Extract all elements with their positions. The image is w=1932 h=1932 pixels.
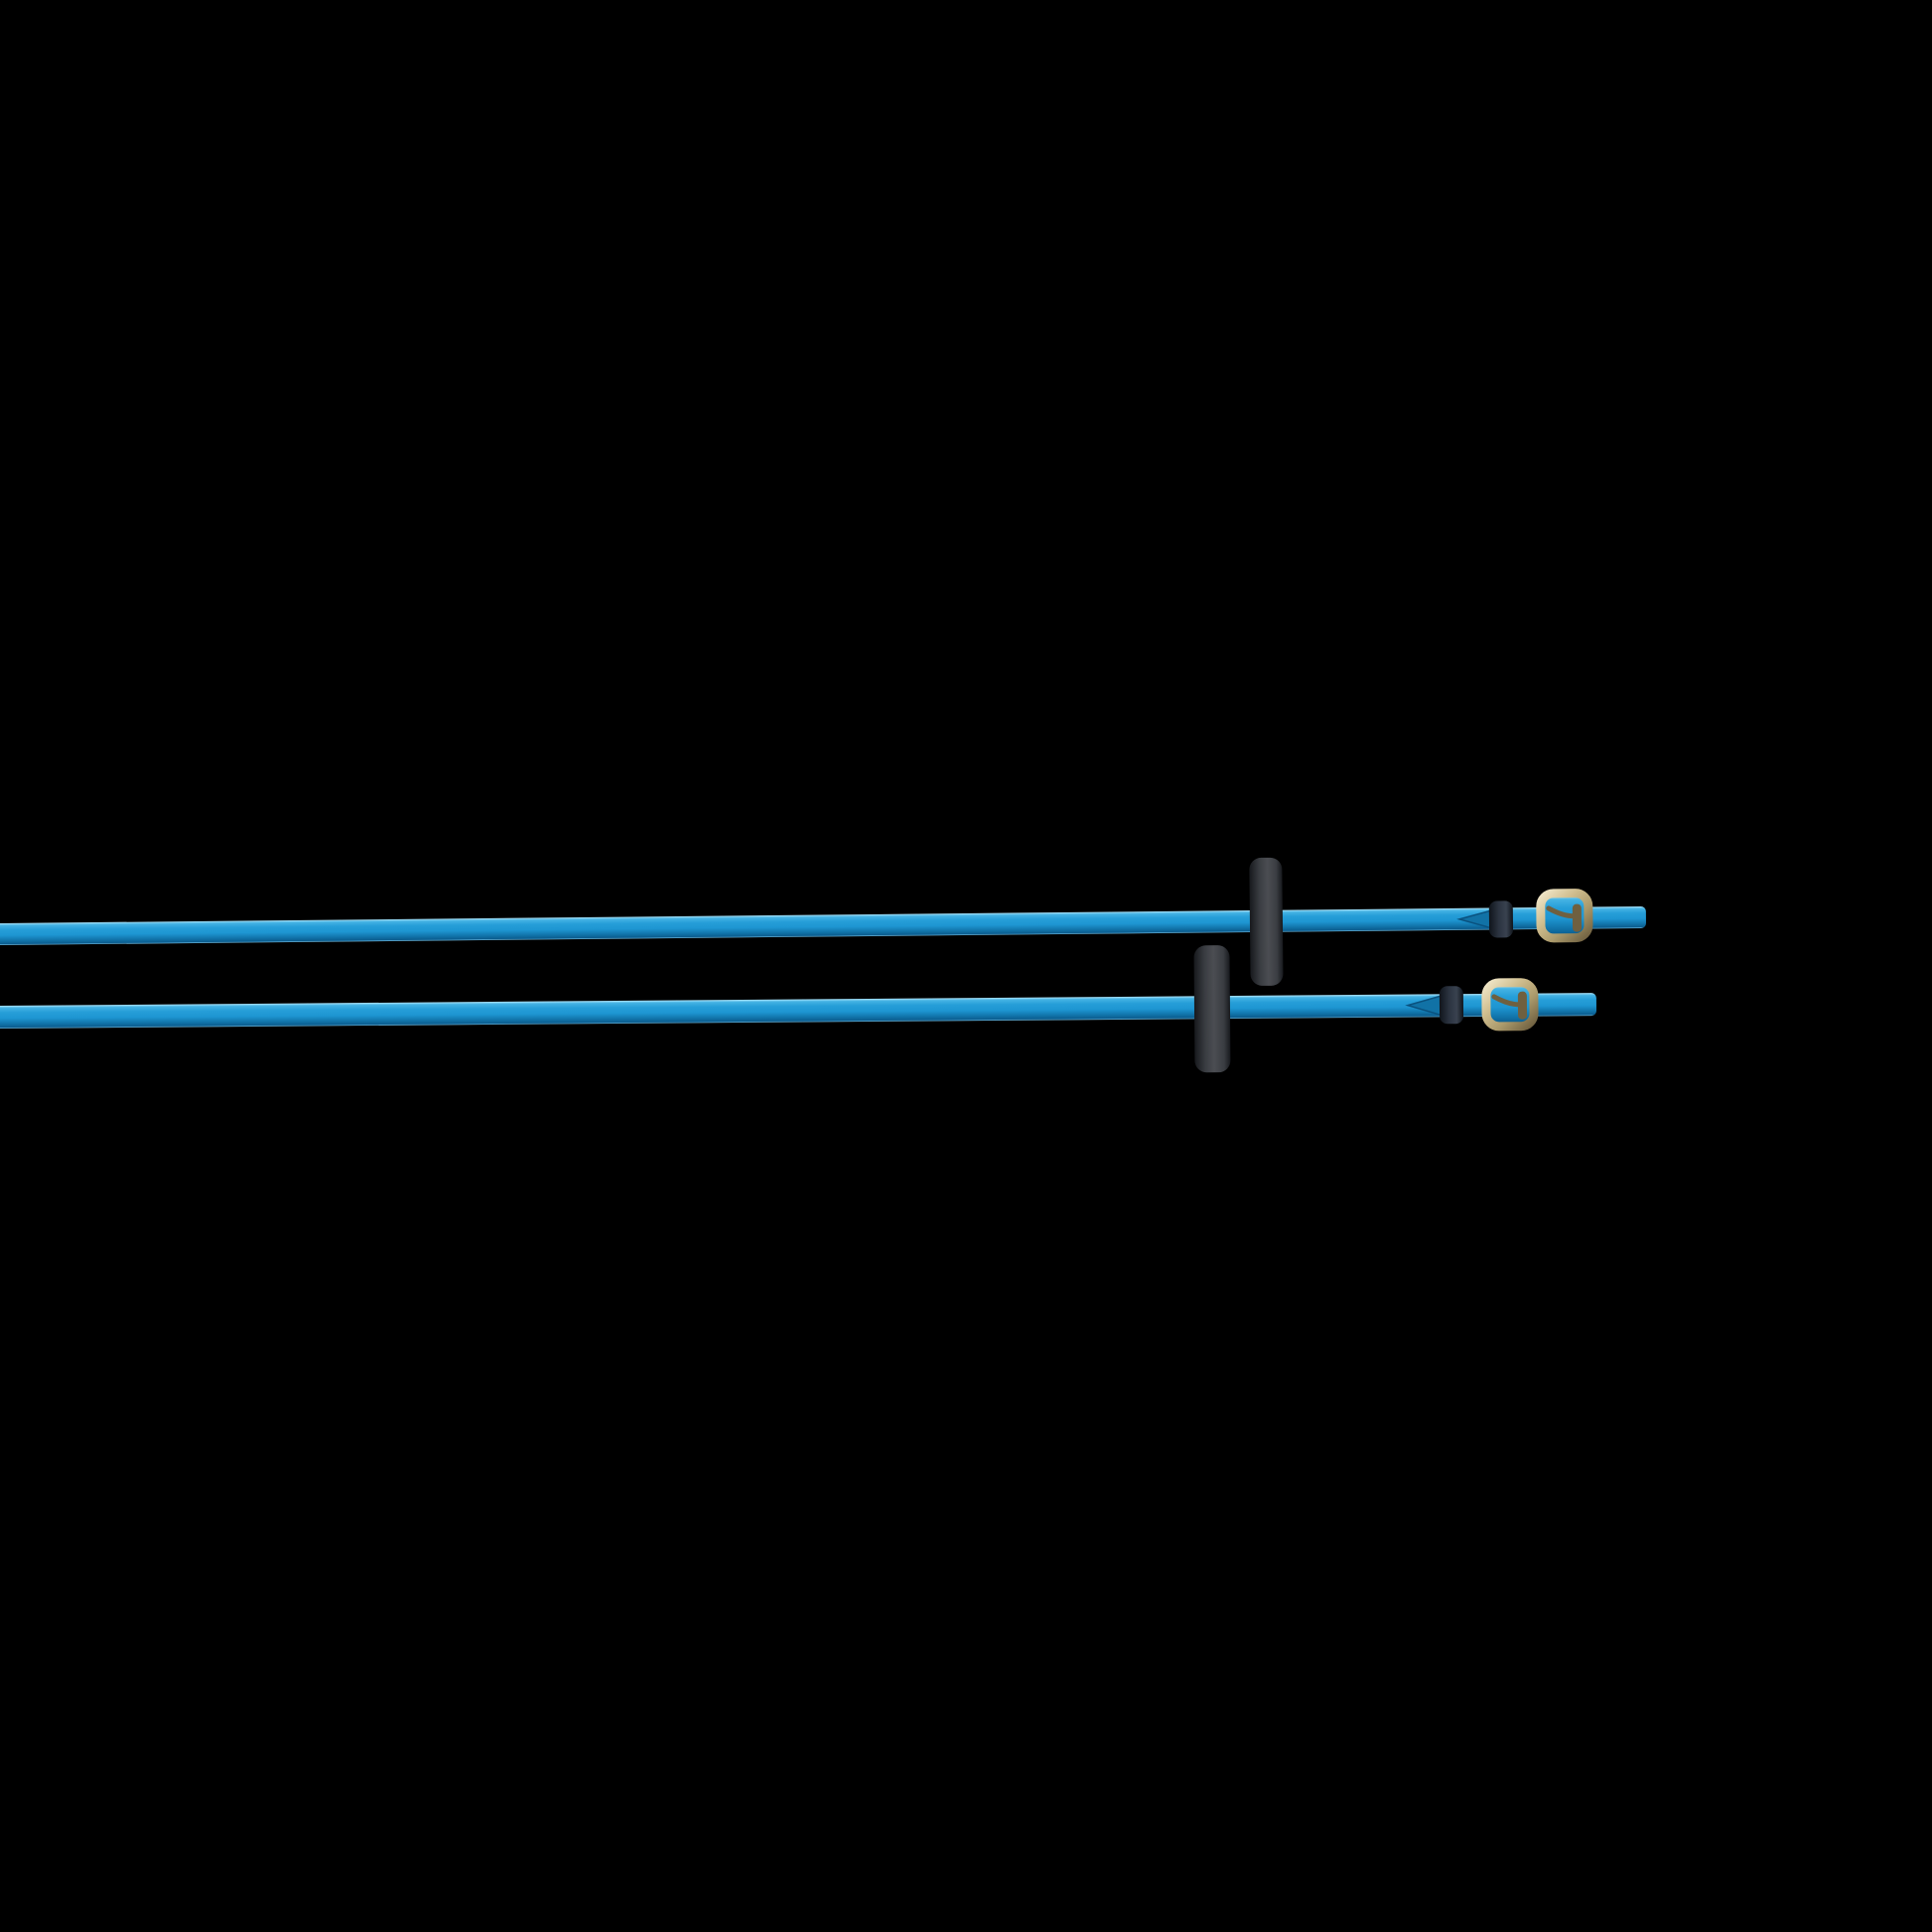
rein-strap	[0, 905, 1646, 946]
keeper-loop	[1439, 986, 1464, 1025]
rubber-stopper	[1249, 857, 1284, 986]
buckle-frame	[1536, 889, 1593, 943]
rubber-stopper	[1193, 945, 1231, 1073]
rein-top	[0, 857, 1646, 986]
brass-buckle	[1536, 889, 1593, 943]
keeper-loop	[1488, 900, 1514, 938]
brass-buckle	[1481, 978, 1539, 1032]
buckle-frame	[1481, 978, 1539, 1032]
buckle-pin-bar	[1572, 903, 1583, 932]
rein-bottom	[0, 945, 1597, 1073]
buckle-pin-bar	[1517, 991, 1528, 1020]
